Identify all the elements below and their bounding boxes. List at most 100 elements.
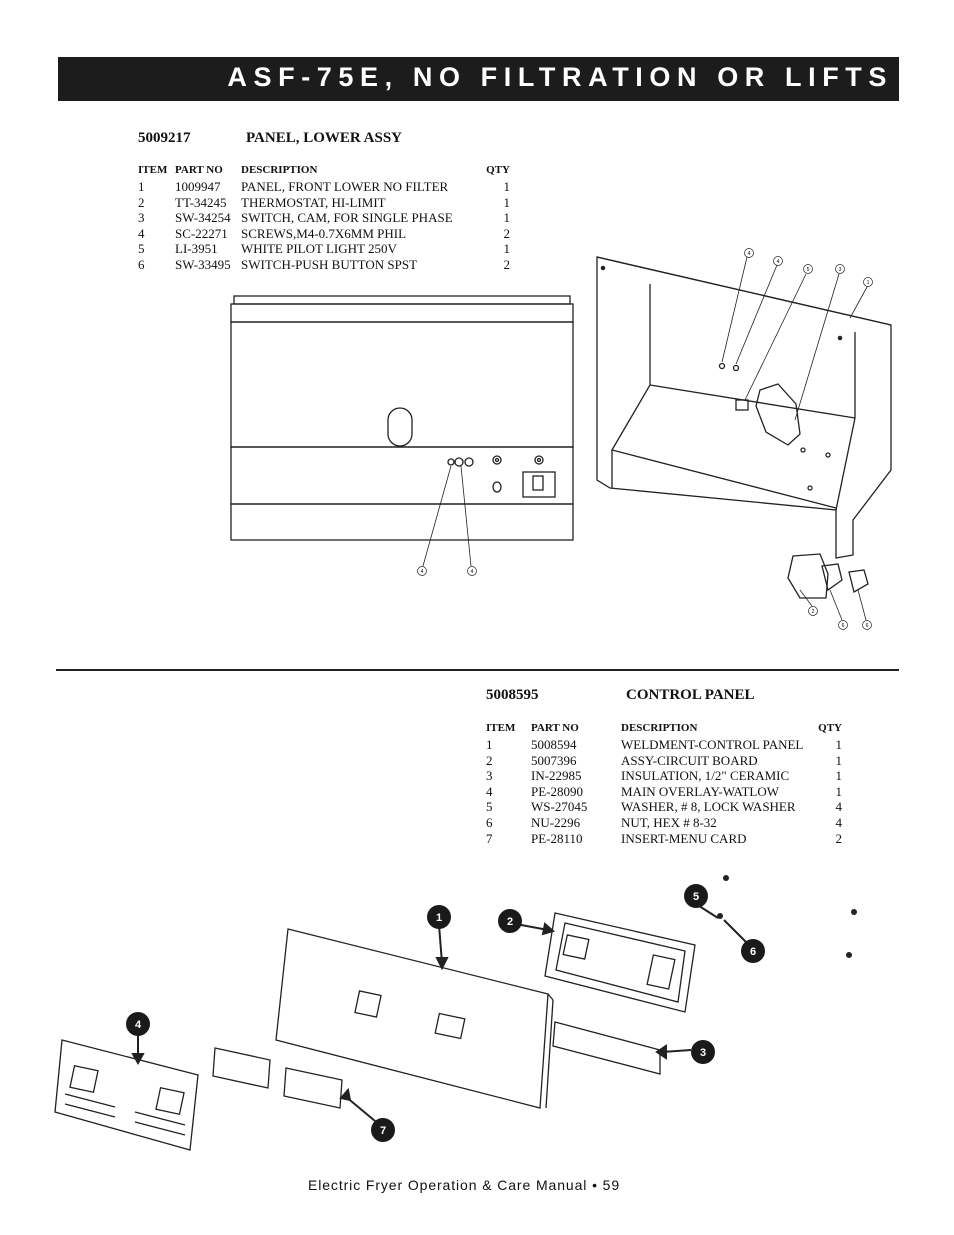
part-no-cell: SW-34254 — [175, 210, 231, 226]
svg-text:1: 1 — [867, 280, 870, 286]
callout-6: 6 — [741, 939, 765, 963]
callout-4: 4 — [773, 256, 783, 266]
callout-5: 5 — [803, 264, 813, 274]
svg-text:3: 3 — [700, 1047, 706, 1059]
part-no-cell: IN-22985 — [531, 768, 582, 784]
section2-parts-table: ITEM PART NO DESCRIPTION QTY 1 5008594 WEL… — [486, 721, 842, 846]
callout-1: 1 — [427, 905, 451, 929]
qty-cell: 1 — [835, 737, 843, 752]
page-footer: Electric Fryer Operation & Care Manual •… — [308, 1177, 621, 1193]
qty-cell: 1 — [503, 179, 511, 194]
col-part-no: PART NO — [531, 722, 579, 735]
title-banner: ASF-75E, NO FILTRATION OR LIFTS — [58, 57, 899, 101]
item-cell: 2 — [138, 194, 145, 210]
part-no-cell: WS-27045 — [531, 799, 588, 815]
item-cell: 6 — [138, 256, 145, 272]
part-no-cell: PE-28090 — [531, 783, 583, 799]
description-cell: THERMOSTAT, HI-LIMIT — [241, 194, 386, 210]
section2-part-number: 5008595 — [486, 687, 539, 703]
section1-part-number: 5009217 — [138, 130, 191, 146]
col-item: ITEM — [138, 164, 168, 177]
description-cell: INSERT-MENU CARD — [621, 830, 747, 846]
item-cell: 4 — [138, 225, 145, 241]
callout-2: 2 — [498, 909, 522, 933]
qty-cell: 2 — [835, 830, 843, 846]
svg-text:7: 7 — [380, 1125, 386, 1137]
item-cell: 1 — [486, 737, 493, 752]
qty-cell: 1 — [835, 752, 843, 768]
description-cell: WASHER, # 8, LOCK WASHER — [621, 799, 796, 815]
description-cell: MAIN OVERLAY-WATLOW — [621, 783, 780, 799]
svg-text:6: 6 — [842, 623, 845, 629]
callout-4: 4 — [467, 566, 477, 576]
qty-cell: 1 — [835, 783, 843, 799]
svg-text:4: 4 — [471, 569, 474, 575]
qty-cell: 1 — [835, 768, 843, 784]
washer-hardware — [723, 875, 729, 881]
svg-text:4: 4 — [135, 1019, 142, 1031]
description-cell: NUT, HEX # 8-32 — [621, 814, 717, 830]
description-cell: SCREWS,M4-0.7X6MM PHIL — [241, 225, 407, 241]
description-cell: WELDMENT-CONTROL PANEL — [621, 737, 804, 752]
callout-5: 5 — [684, 884, 708, 908]
item-cell: 6 — [486, 814, 493, 830]
qty-cell: 1 — [503, 210, 511, 226]
item-cell: 5 — [486, 799, 493, 815]
item-cell: 2 — [486, 752, 493, 768]
description-cell: SWITCH, CAM, FOR SINGLE PHASE — [241, 210, 453, 226]
svg-text:4: 4 — [777, 259, 780, 265]
col-qty: QTY — [486, 164, 510, 177]
item-cell: 5 — [138, 241, 145, 257]
item-cell: 7 — [486, 830, 493, 846]
qty-cell: 4 — [835, 814, 843, 830]
section1-parts-table: ITEM PART NO DESCRIPTION QTY 1 1009947 PAN… — [138, 163, 510, 273]
callout-7: 7 — [371, 1118, 395, 1142]
description-cell: PANEL, FRONT LOWER NO FILTER — [241, 179, 449, 194]
nut-hardware — [846, 952, 852, 958]
svg-text:6: 6 — [750, 946, 756, 958]
table-header-row: ITEM PART NO DESCRIPTION QTY — [138, 163, 510, 179]
callout-1: 1 — [863, 277, 873, 287]
item-cell: 3 — [138, 210, 145, 226]
section2-title: CONTROL PANEL — [626, 687, 755, 703]
svg-text:5: 5 — [807, 267, 810, 273]
qty-cell: 1 — [503, 194, 511, 210]
table-row: 3 SW-34254 SWITCH, CAM, FOR SINGLE PHASE 1 — [138, 210, 510, 226]
col-description: DESCRIPTION — [241, 164, 318, 177]
lower-panel-iso-view — [596, 256, 892, 621]
part-no-cell: 5007396 — [531, 752, 577, 768]
qty-cell: 2 — [503, 225, 511, 241]
col-description: DESCRIPTION — [621, 722, 698, 735]
svg-text:2: 2 — [812, 609, 815, 615]
washer-hardware — [717, 913, 723, 919]
description-cell: SWITCH-PUSH BUTTON SPST — [241, 256, 418, 272]
col-item: ITEM — [486, 722, 516, 735]
table-row: 1 5008594 WELDMENT-CONTROL PANEL 1 — [486, 737, 842, 753]
part-no-cell: 5008594 — [531, 737, 577, 752]
item-cell: 3 — [486, 768, 493, 784]
svg-text:2: 2 — [507, 916, 513, 928]
table-header-row: ITEM PART NO DESCRIPTION QTY — [486, 721, 842, 737]
part-no-cell: SW-33495 — [175, 256, 231, 272]
callout-6: 6 — [862, 620, 872, 630]
callout-3: 3 — [691, 1040, 715, 1064]
callout-2: 2 — [808, 606, 818, 616]
page-title: ASF-75E, NO FILTRATION OR LIFTS — [227, 62, 893, 92]
callout-4: 4 — [126, 1012, 150, 1036]
col-qty: QTY — [818, 722, 842, 735]
svg-text:3: 3 — [839, 267, 842, 273]
svg-text:6: 6 — [866, 623, 869, 629]
part-no-cell: 1009947 — [175, 179, 221, 194]
svg-text:5: 5 — [693, 891, 699, 903]
callout-6: 6 — [838, 620, 848, 630]
